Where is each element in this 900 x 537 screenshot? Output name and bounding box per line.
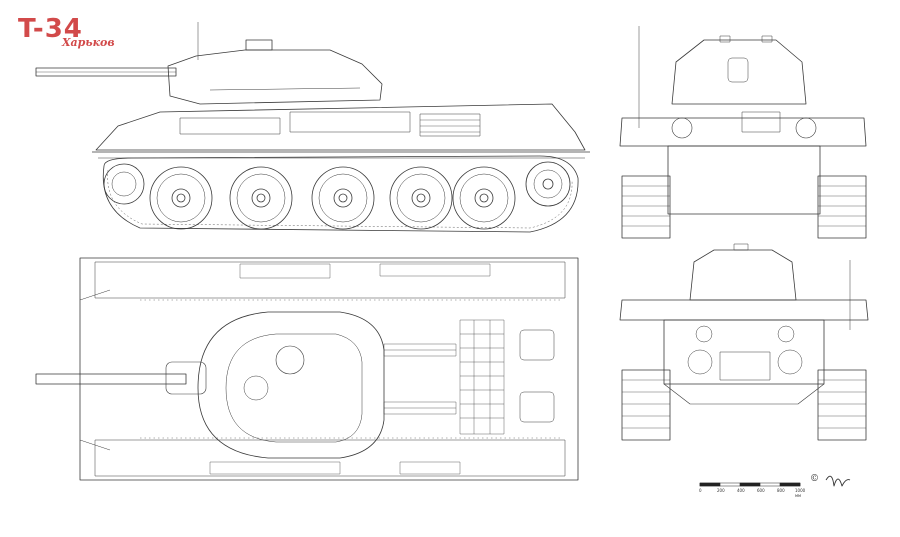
scale-bar: 0 200 400 600 800 1000 мм: [699, 478, 805, 500]
rear-view: [619, 243, 869, 441]
front-view: [619, 26, 867, 239]
top-right-fender: [94, 439, 566, 477]
scale-bar-graphic: [699, 482, 801, 487]
side-idler-wheel: [103, 163, 145, 205]
top-left-fender: [94, 261, 566, 299]
side-hull-upper: [95, 103, 586, 151]
scale-label: 600: [757, 488, 765, 493]
top-gun-barrel: [35, 373, 187, 385]
copyright-mark: ©: [810, 474, 819, 484]
rear-exhaust-left: [687, 349, 713, 375]
rear-track-right: [817, 369, 867, 441]
scale-label: 800: [777, 488, 785, 493]
front-track-left: [621, 175, 671, 239]
side-view: [35, 22, 590, 233]
rear-exhaust-right: [777, 349, 803, 375]
rear-track-left: [621, 369, 671, 441]
front-track-right: [817, 175, 867, 239]
scale-label: 1000 мм: [795, 488, 806, 498]
front-turret: [671, 39, 807, 105]
logo-subtitle: Харьков: [62, 36, 115, 49]
top-hull-outline: [79, 257, 579, 481]
side-track: [102, 155, 579, 233]
side-road-wheels: [149, 166, 516, 230]
t34-logo: T-34 Харьков: [18, 14, 128, 54]
top-turret-hatch: [275, 345, 305, 375]
logo-title: T-34: [18, 14, 83, 44]
signature-mark: [825, 475, 851, 487]
turret-hatch: [245, 39, 273, 51]
front-headlight-left: [671, 117, 693, 139]
scale-label: 0: [699, 488, 702, 493]
scale-label: 200: [717, 488, 725, 493]
side-drive-sprocket: [525, 161, 571, 207]
side-turret: [167, 49, 383, 105]
front-hull-upper: [619, 117, 867, 147]
front-headlight-right: [795, 117, 817, 139]
top-turret: [197, 311, 385, 459]
rear-hull-plate: [663, 319, 825, 385]
top-engine-grilles: [383, 319, 505, 435]
rear-turret: [689, 249, 797, 301]
top-view: [35, 257, 579, 481]
rear-hull-upper: [619, 299, 869, 321]
front-hull-glacis: [667, 145, 821, 215]
scale-label: 400: [737, 488, 745, 493]
